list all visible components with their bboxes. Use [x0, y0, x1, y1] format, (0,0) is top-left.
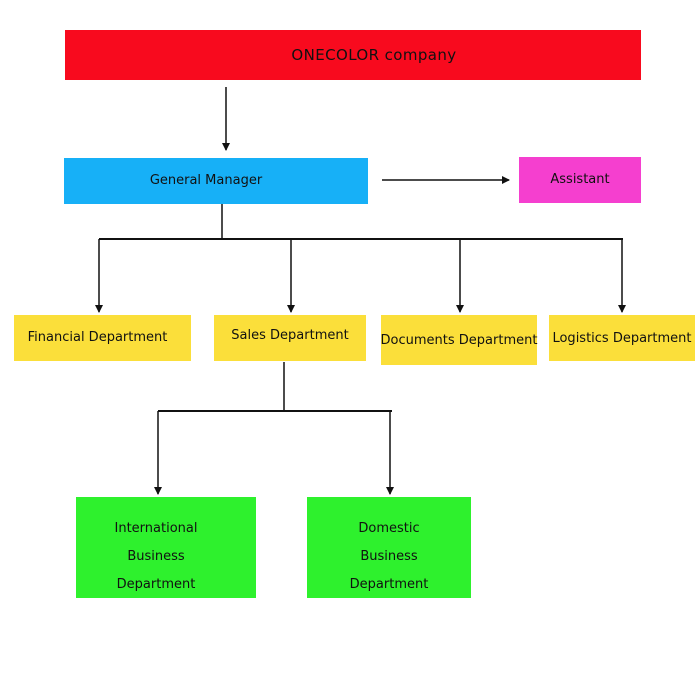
domestic-label-line-2: Business — [360, 549, 418, 564]
international-label-line-1: International — [114, 521, 198, 536]
documents-department-box: Documents Department — [381, 315, 537, 365]
company-label: ONECOLOR company — [291, 46, 457, 64]
documents-department-label: Documents Department — [380, 333, 538, 349]
logistics-department-label: Logistics Department — [552, 331, 692, 347]
financial-department-box: Financial Department — [14, 315, 191, 361]
international-business-department-box: International Business Department — [76, 497, 256, 598]
international-label-line-3: Department — [116, 577, 196, 592]
company-box: ONECOLOR company — [65, 30, 641, 80]
financial-department-label: Financial Department — [27, 330, 168, 345]
assistant-label: Assistant — [550, 172, 610, 188]
domestic-label-line-3: Department — [349, 577, 429, 592]
domestic-business-department-box: Domestic Business Department — [307, 497, 471, 598]
sales-department-box: Sales Department — [214, 315, 366, 361]
sales-department-label: Sales Department — [231, 328, 349, 344]
international-label-line-2: Business — [127, 549, 185, 564]
general-manager-label: General Manager — [149, 173, 263, 189]
logistics-department-box: Logistics Department — [549, 315, 695, 361]
assistant-box: Assistant — [519, 157, 641, 203]
general-manager-box: General Manager — [64, 158, 368, 204]
domestic-label-line-1: Domestic — [358, 521, 420, 536]
